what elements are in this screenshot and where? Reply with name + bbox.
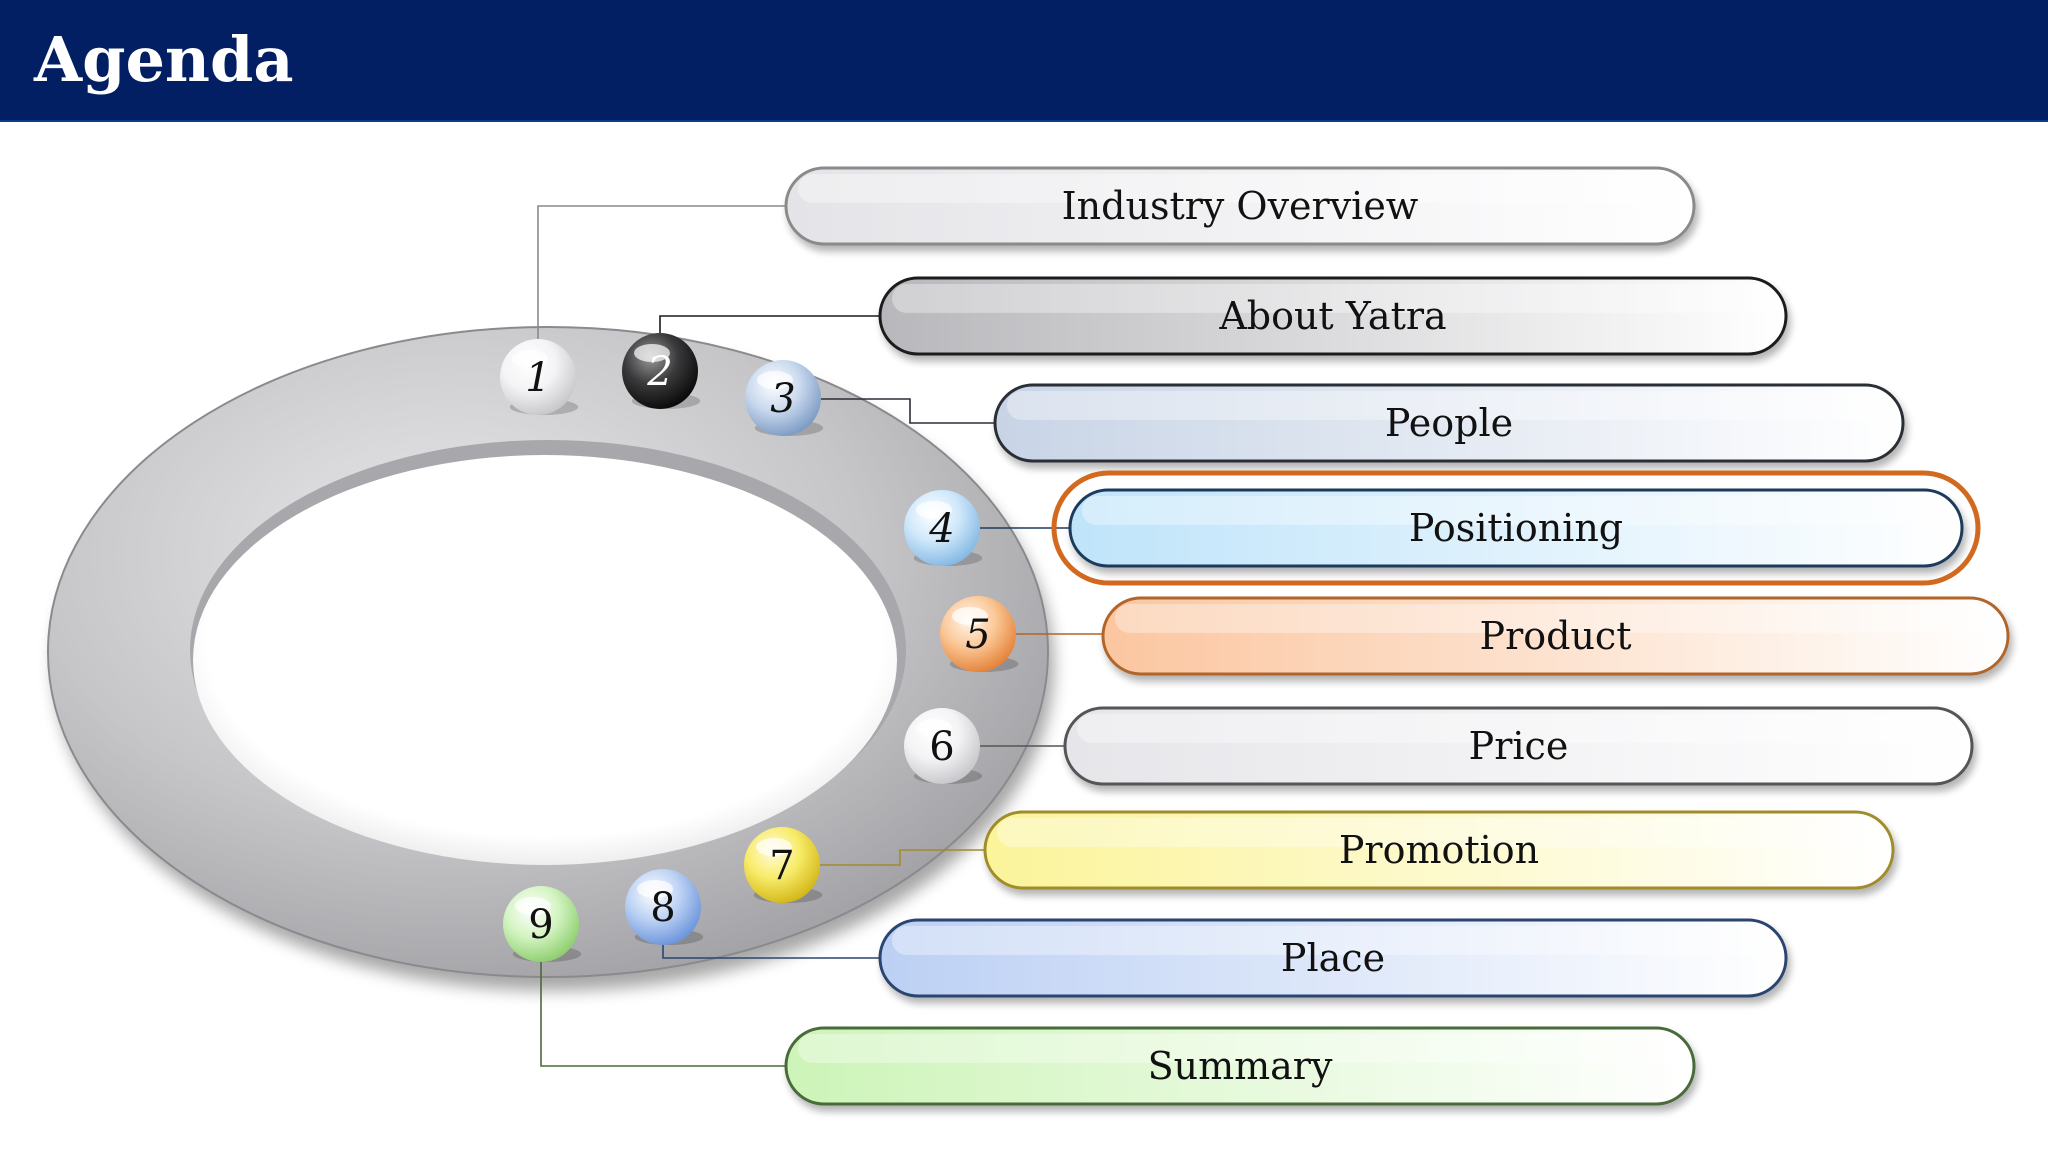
agenda-number-label: 4: [928, 506, 954, 552]
agenda-item-gloss: [798, 1034, 1682, 1063]
agenda-item-9[interactable]: Summary: [784, 1026, 1696, 1106]
agenda-item-gloss: [1077, 714, 1960, 743]
agenda-number-label: 1: [525, 355, 550, 401]
agenda-item-gloss: [1115, 604, 1996, 633]
agenda-item-3[interactable]: People: [993, 383, 1905, 463]
agenda-number-7[interactable]: 7: [744, 827, 823, 903]
agenda-item-6[interactable]: Price: [1063, 706, 1974, 786]
number-sphere-highlight: [512, 350, 548, 368]
agenda-item-pill: [1063, 706, 1974, 786]
agenda-number-8[interactable]: 8: [625, 869, 704, 945]
connector-line-8: [662, 945, 880, 959]
agenda-item-label: Positioning: [1409, 506, 1623, 550]
agenda-item-label: Summary: [1148, 1044, 1333, 1088]
agenda-item-pill: [1101, 596, 2010, 676]
ring-hole: [193, 455, 897, 865]
number-sphere-highlight: [952, 607, 988, 625]
connector-line-1: [537, 205, 786, 339]
connectors: [537, 205, 1103, 1067]
agenda-item-label: People: [1385, 401, 1513, 445]
agenda-item-1[interactable]: Industry Overview: [784, 166, 1696, 246]
agenda-item-label: Promotion: [1339, 828, 1539, 872]
agenda-item-pill: [784, 166, 1696, 246]
agenda-numbers: 1 2 3 4 5 6 7 8 9: [500, 333, 1019, 962]
agenda-item-label: Place: [1281, 936, 1385, 980]
number-sphere-highlight: [637, 880, 673, 898]
page-title: Agenda: [34, 23, 294, 96]
agenda-number-label: 7: [769, 843, 794, 889]
agenda-number-3[interactable]: 3: [745, 360, 824, 436]
agenda-item-pill: [784, 1026, 1696, 1106]
agenda-item-label: Price: [1469, 724, 1569, 768]
connector-line-9: [540, 962, 786, 1067]
agenda-item-label: Product: [1480, 614, 1632, 658]
agenda-number-5[interactable]: 5: [940, 596, 1019, 672]
agenda-item-pill: [878, 276, 1788, 356]
number-sphere-highlight: [515, 897, 551, 915]
agenda-number-6[interactable]: 6: [904, 708, 983, 784]
agenda-item-4[interactable]: Positioning: [1051, 470, 1981, 586]
ring-outer-edge: [47, 326, 1049, 978]
agenda-item-gloss: [1007, 391, 1891, 420]
agenda-item-pill: [878, 918, 1788, 998]
connector-line-3: [821, 398, 995, 424]
number-sphere-highlight: [916, 719, 952, 737]
agenda-item-label: About Yatra: [1218, 294, 1446, 338]
connector-line-2: [659, 315, 880, 333]
agenda-number-9[interactable]: 9: [503, 886, 582, 962]
agenda-number-label: 9: [528, 902, 553, 948]
agenda-number-1[interactable]: 1: [500, 339, 579, 415]
number-sphere-highlight: [634, 344, 670, 362]
agenda-item-8[interactable]: Place: [878, 918, 1788, 998]
agenda-item-gloss: [1082, 496, 1950, 525]
title-bar: Agenda: [0, 0, 2048, 122]
number-sphere-highlight: [757, 371, 793, 389]
agenda-item-2[interactable]: About Yatra: [878, 276, 1788, 356]
agenda-item-pill: [983, 810, 1895, 890]
agenda-item-gloss: [798, 174, 1682, 203]
agenda-item-gloss: [997, 818, 1881, 847]
number-sphere-highlight: [756, 838, 792, 856]
agenda-number-label: 2: [646, 349, 672, 395]
active-item-highlight: [1051, 470, 1981, 586]
agenda-item-gloss: [892, 926, 1774, 955]
agenda-number-label: 3: [770, 376, 795, 422]
ring: [47, 326, 1049, 978]
connector-line-7: [820, 849, 985, 866]
agenda-item-label: Industry Overview: [1062, 184, 1419, 228]
agenda-item-5[interactable]: Product: [1101, 596, 2010, 676]
agenda-number-4[interactable]: 4: [904, 490, 983, 566]
agenda-item-gloss: [892, 284, 1774, 313]
agenda-number-label: 8: [650, 885, 675, 931]
agenda-item-pill: [993, 383, 1905, 463]
number-sphere-highlight: [916, 501, 952, 519]
agenda-number-label: 6: [929, 724, 954, 770]
agenda-item-pill: [1068, 488, 1964, 568]
agenda-number-2[interactable]: 2: [622, 333, 701, 409]
agenda-item-7[interactable]: Promotion: [983, 810, 1895, 890]
agenda-number-label: 5: [965, 612, 990, 658]
